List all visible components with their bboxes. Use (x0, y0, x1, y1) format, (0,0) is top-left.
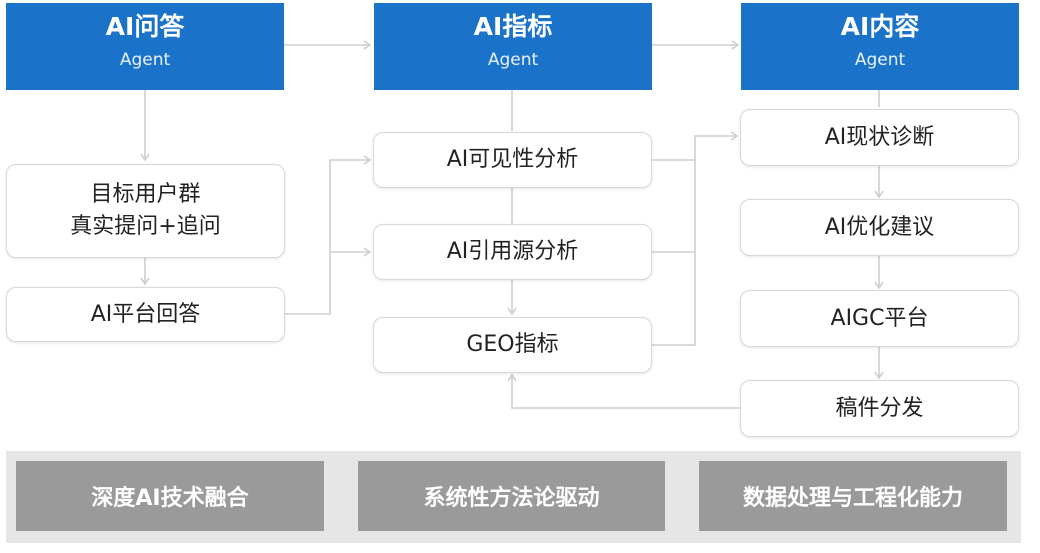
node-citation-analysis-label: AI引用源分析 (446, 239, 579, 264)
node-platform-answer: AI平台回答 (6, 287, 285, 342)
node-aigc-platform: AIGC平台 (740, 290, 1019, 347)
node-target-users-line-2: 真实提问+追问 (70, 214, 221, 239)
node-platform-answer-label: AI平台回答 (90, 301, 201, 327)
header-ai-content-subtitle: Agent (854, 50, 906, 70)
header-ai-qa-subtitle: Agent (119, 50, 171, 70)
node-citation-analysis: AI引用源分析 (373, 224, 652, 280)
header-ai-content-title: AI内容 (840, 12, 920, 41)
node-content-distribution: 稿件分发 (740, 380, 1019, 437)
header-ai-metrics-subtitle: Agent (487, 50, 539, 70)
node-visibility-analysis-label: AI可见性分析 (446, 147, 579, 172)
node-status-diagnosis-label: AI现状诊断 (824, 124, 935, 150)
node-target-users: 目标用户群 真实提问+追问 (6, 164, 285, 258)
node-geo-metrics: GEO指标 (373, 317, 652, 373)
arrow-geo-to-diagnosis (652, 131, 739, 346)
header-ai-qa: AI问答 Agent (6, 3, 284, 90)
node-content-distribution-label: 稿件分发 (835, 395, 924, 421)
header-ai-qa-title: AI问答 (105, 12, 185, 41)
arrow-distribution-to-geo (507, 373, 740, 409)
capability-ai-integration: 深度AI技术融合 (16, 461, 324, 531)
node-geo-metrics-label: GEO指标 (466, 332, 559, 357)
node-aigc-platform-label: AIGC平台 (830, 305, 929, 331)
header-ai-metrics: AI指标 Agent (374, 3, 652, 90)
header-ai-content: AI内容 Agent (741, 3, 1019, 90)
node-status-diagnosis: AI现状诊断 (740, 109, 1019, 166)
node-optimization-suggestion-label: AI优化建议 (824, 214, 935, 240)
capability-methodology: 系统性方法论驱动 (358, 461, 665, 531)
arrow-answer-to-visibility (285, 155, 372, 315)
node-optimization-suggestion: AI优化建议 (740, 199, 1019, 256)
node-visibility-analysis: AI可见性分析 (373, 132, 652, 188)
capability-data-engineering: 数据处理与工程化能力 (699, 461, 1007, 531)
node-target-users-line-1: 目标用户群 (90, 182, 201, 207)
header-ai-metrics-title: AI指标 (473, 12, 553, 41)
